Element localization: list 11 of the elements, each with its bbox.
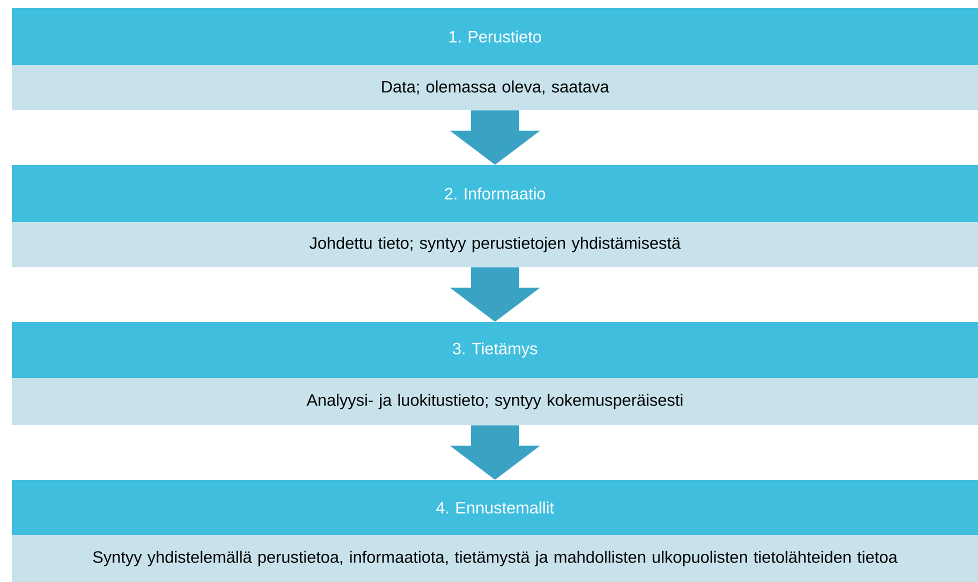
description-band: Syntyy yhdistelemällä perustietoa, informaatiota, tietämystä ja mahdollisten ulkopuolisten tietolähteiden tietoa xyxy=(12,535,978,582)
stage-header-band: 2. Informaatio xyxy=(12,165,978,222)
description-band: Analyysi- ja luokitustieto; syntyy kokemusperäisesti xyxy=(12,378,978,425)
arrow xyxy=(450,110,540,165)
stage-header-band: 4. Ennustemallit xyxy=(12,480,978,535)
description-band: Johdettu tieto; syntyy perustietojen yhdistämisestä xyxy=(12,222,978,267)
description-band: Data; olemassa oleva, saatava xyxy=(12,65,978,110)
stage-header-band: 1. Perustieto xyxy=(12,8,978,65)
arrow xyxy=(450,267,540,322)
arrow xyxy=(450,425,540,480)
stage-header-band: 3. Tietämys xyxy=(12,322,978,378)
